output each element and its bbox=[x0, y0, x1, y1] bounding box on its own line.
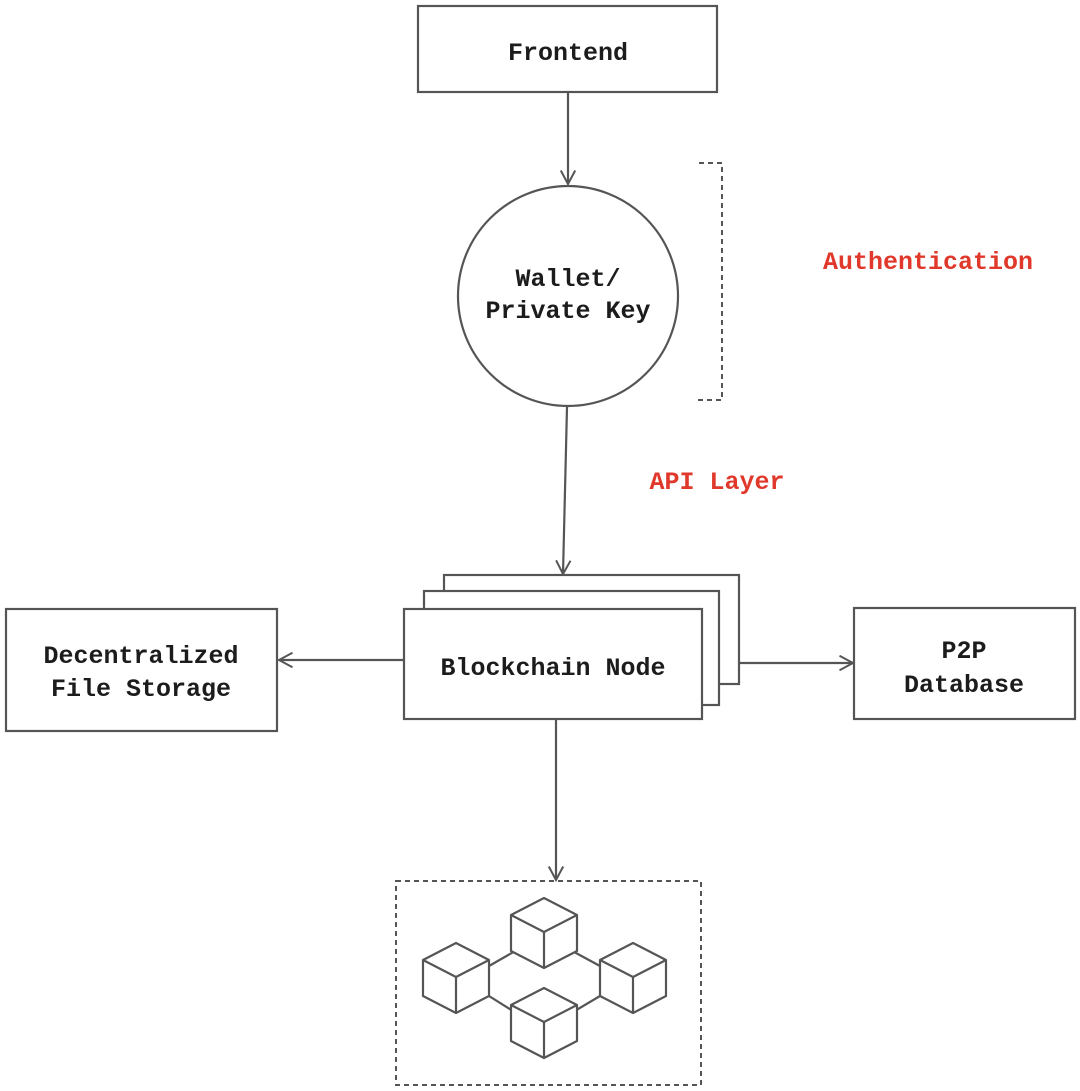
api-layer-annotation: API Layer bbox=[649, 468, 784, 497]
network-dashed-frame bbox=[395, 880, 702, 1086]
authentication-bracket bbox=[697, 162, 723, 401]
file-storage-label-line1: Decentralized bbox=[43, 642, 238, 671]
p2p-database-node: P2P Database bbox=[852, 606, 1077, 721]
arrow-wallet-to-blockchain bbox=[555, 406, 572, 577]
p2p-label-line2: Database bbox=[904, 671, 1024, 700]
frontend-label: Frontend bbox=[508, 39, 628, 68]
file-storage-node: Decentralized File Storage bbox=[4, 607, 279, 733]
cube-bottom bbox=[509, 986, 579, 1060]
blockchain-network-icon bbox=[421, 896, 668, 1060]
blockchain-node-label: Blockchain Node bbox=[440, 654, 665, 683]
p2p-label-line1: P2P bbox=[941, 637, 986, 666]
cube-left bbox=[421, 941, 491, 1015]
authentication-annotation: Authentication bbox=[823, 248, 1033, 277]
blockchain-node: Blockchain Node bbox=[402, 573, 741, 721]
wallet-label-line1: Wallet/ bbox=[515, 265, 620, 294]
wallet-label-line2: Private Key bbox=[485, 297, 650, 326]
cube-right bbox=[598, 941, 668, 1015]
file-storage-label-line2: File Storage bbox=[51, 675, 231, 704]
cube-top bbox=[509, 896, 579, 970]
frontend-node: Frontend bbox=[416, 4, 719, 94]
wallet-node: Wallet/ Private Key bbox=[456, 184, 680, 408]
blockchain-node-layer-front bbox=[402, 607, 704, 721]
blockchain-network bbox=[395, 880, 702, 1086]
